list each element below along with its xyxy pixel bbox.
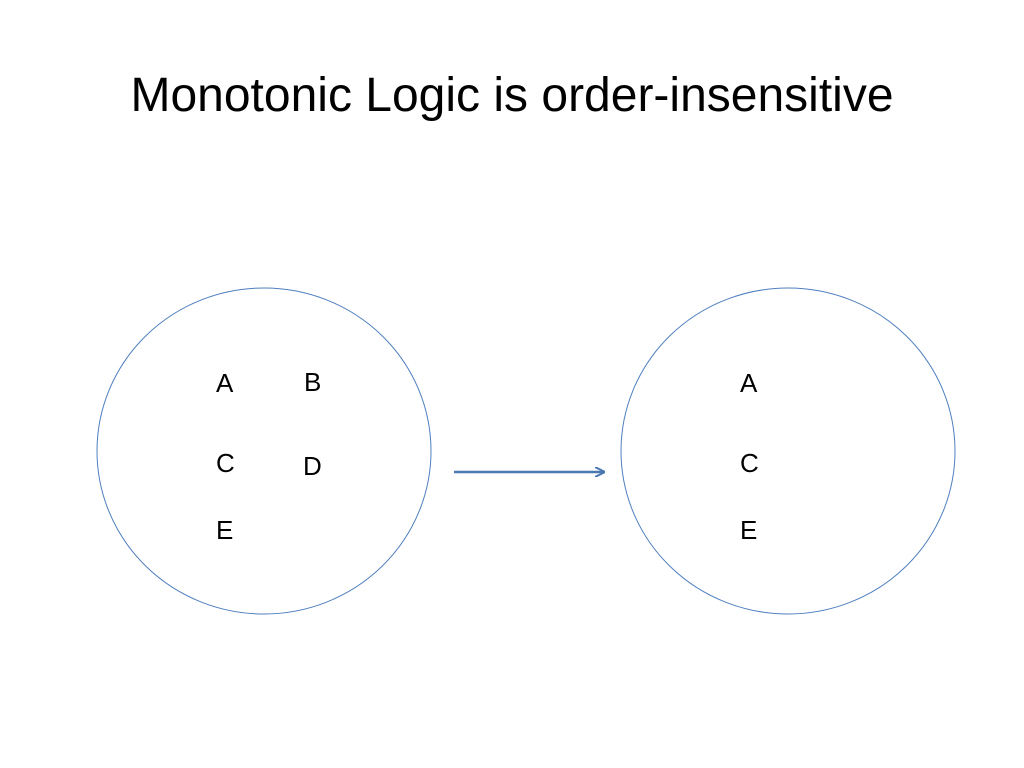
right-set-item-e: E [740, 515, 757, 545]
left-set-item-a: A [216, 368, 234, 398]
right-set-item-c: C [740, 448, 759, 478]
left-set-item-b: B [304, 367, 321, 397]
left-set-item-d: D [303, 451, 322, 481]
left-set-item-c: C [216, 448, 235, 478]
slide-title: Monotonic Logic is order-insensitive [130, 69, 894, 122]
left-set-circle [96, 287, 432, 615]
left-set-item-e: E [216, 515, 233, 545]
right-set-item-a: A [740, 368, 758, 398]
right-set-circle [620, 287, 956, 615]
